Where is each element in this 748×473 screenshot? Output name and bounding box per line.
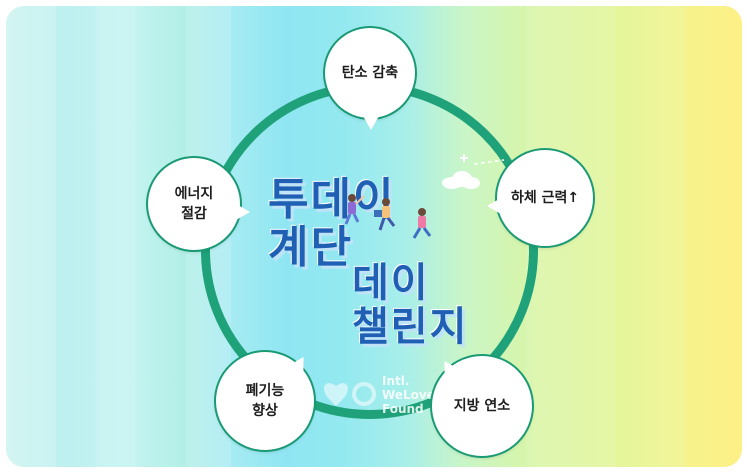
bubble-tail bbox=[236, 204, 250, 220]
title-line-3: 데이 bbox=[352, 260, 430, 306]
title-line-1: 투데이 bbox=[268, 174, 396, 225]
person-1 bbox=[344, 194, 365, 225]
bubble-tail bbox=[487, 198, 501, 214]
background-stripe bbox=[686, 6, 742, 467]
foundation-logo-watermark bbox=[323, 382, 376, 406]
person-3 bbox=[412, 208, 432, 239]
watermark-text: Intl. WeLove Found bbox=[382, 374, 435, 416]
benefit-label: 하체 근력↑ bbox=[510, 190, 580, 206]
climbing-people-illustration bbox=[344, 194, 432, 239]
sparkle-icon bbox=[460, 154, 505, 165]
bubble-tail bbox=[363, 116, 379, 130]
benefit-label: 탄소 감축 bbox=[341, 65, 399, 81]
person-2 bbox=[374, 198, 396, 231]
title-line-4: 챌린지 bbox=[352, 304, 469, 350]
background-stripe bbox=[6, 6, 56, 467]
benefit-bubble-leg-strength: 하체 근력↑ bbox=[487, 150, 593, 246]
benefit-bubble-carbon-reduction: 탄소 감축 bbox=[325, 28, 415, 130]
benefit-bubble-fat-burning: 지방 연소 bbox=[432, 356, 532, 456]
title-line-2: 계단 bbox=[268, 222, 353, 273]
background-stripe bbox=[96, 6, 136, 467]
benefit-label: 지방 연소 bbox=[453, 398, 511, 414]
cloud-icon bbox=[442, 171, 480, 189]
